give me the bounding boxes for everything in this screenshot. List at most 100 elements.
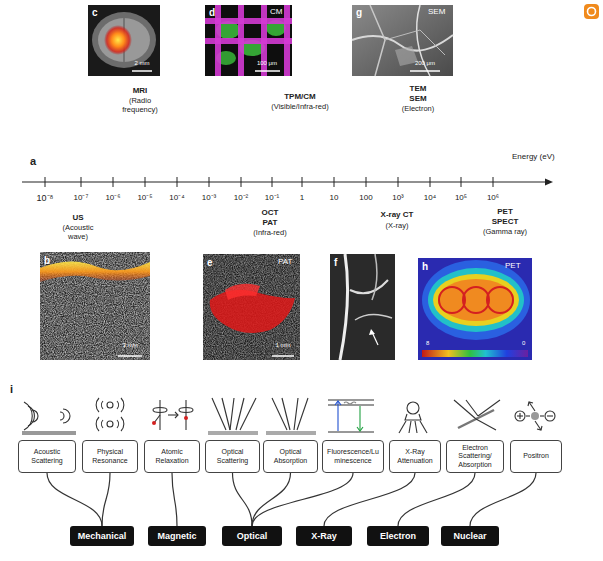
acoustic-icon xyxy=(22,402,76,435)
figure-label: 100 μm xyxy=(249,60,285,67)
optical-absorption-icon xyxy=(266,398,316,435)
figure-label: (Electron) xyxy=(388,105,448,114)
category-box: Mechanical xyxy=(70,526,134,546)
connector-curve xyxy=(252,473,353,526)
photoacoustic-image xyxy=(203,254,300,360)
xray-ct-image xyxy=(340,254,348,360)
positron-icon xyxy=(535,421,541,430)
figure-label: (Acoustic wave) xyxy=(56,224,100,241)
acoustic-icon xyxy=(24,402,32,430)
energy-axis xyxy=(430,177,431,187)
xray-ct-image xyxy=(355,314,392,320)
relaxation-icon xyxy=(175,412,178,418)
box-text: Acoustic Scattering xyxy=(22,448,72,464)
fluorescence-icon xyxy=(335,401,341,405)
figure-label: 1 xyxy=(287,193,317,202)
optical-absorption-icon xyxy=(294,398,298,430)
optical-absorption-icon xyxy=(272,398,287,430)
confocal-image xyxy=(205,38,292,44)
figure-label: (Radio frequency) xyxy=(117,97,163,114)
resonance-icon xyxy=(107,421,113,427)
category-box: Nuclear xyxy=(441,526,499,546)
xray-source-icon xyxy=(399,402,427,433)
figure-label: OCT xyxy=(250,208,290,217)
figure-label: 0 xyxy=(522,340,525,347)
figure-label: c xyxy=(92,7,98,19)
positron-icon xyxy=(537,426,542,430)
mri-image xyxy=(88,5,160,76)
confocal-image xyxy=(255,70,280,72)
xray-source-icon xyxy=(420,421,427,433)
positron-icon xyxy=(528,402,533,406)
mri-image xyxy=(92,12,156,68)
xray-source-icon xyxy=(415,421,417,433)
logo-icon xyxy=(584,4,599,19)
positron-icon xyxy=(545,411,555,421)
electron-icon xyxy=(454,400,500,430)
sem-image xyxy=(395,46,418,66)
figure-label: 3 mm xyxy=(115,342,145,349)
resonance-icon xyxy=(101,401,103,409)
figure-label: MRI xyxy=(110,86,170,95)
box-text: Fluorescence/Luminescence xyxy=(326,448,380,464)
figure-label: i xyxy=(10,383,13,396)
figure-label: 10³ xyxy=(383,193,413,202)
figure-label: 10⁶ xyxy=(478,193,508,202)
connector-curve xyxy=(47,473,102,526)
photoacoustic-image xyxy=(203,254,300,360)
figure-label: PET xyxy=(505,261,521,270)
mechanism-box: Atomic Relaxation xyxy=(144,440,200,473)
box-text: Mechanical xyxy=(78,531,127,541)
fluorescence-icon xyxy=(359,406,360,430)
energy-axis xyxy=(45,177,493,187)
fluorescence-icon xyxy=(344,402,356,404)
pet-image xyxy=(463,287,489,313)
box-text: Electron xyxy=(380,531,416,541)
confocal-image xyxy=(205,5,292,76)
figure-label: 10⁵ xyxy=(446,193,476,202)
sem-image xyxy=(352,5,453,76)
sem-image xyxy=(410,70,440,72)
acoustic-icon xyxy=(32,410,38,422)
figure-label: 10⁻⁵ xyxy=(130,193,160,202)
energy-axis xyxy=(45,177,46,187)
figure-label: Energy (eV) xyxy=(512,152,555,161)
figure-label: 10⁻⁷ xyxy=(66,193,96,202)
ultrasound-image xyxy=(40,252,150,360)
fluorescence-icon xyxy=(357,427,363,431)
figure-label: US xyxy=(58,213,98,222)
optical-scattering-icon xyxy=(208,431,258,435)
box-text: X-Ray Attenuation xyxy=(393,448,437,464)
electron-icon xyxy=(478,400,500,416)
energy-axis xyxy=(145,177,146,187)
sem-image xyxy=(385,30,445,55)
electron-icon xyxy=(476,419,496,430)
pet-image xyxy=(422,260,530,340)
mechanism-box: Optical Absorption xyxy=(263,440,318,473)
mechanism-box: Positron xyxy=(510,440,562,473)
mechanism-box: Acoustic Scattering xyxy=(18,440,76,473)
energy-axis xyxy=(241,177,242,187)
acoustic-icon xyxy=(22,431,76,435)
box-text: Positron xyxy=(523,452,549,460)
confocal-image xyxy=(205,5,292,76)
figure-label: d xyxy=(209,7,215,19)
pet-image xyxy=(422,350,528,357)
figure-label: TEM xyxy=(398,84,438,93)
optical-absorption-icon xyxy=(297,398,308,430)
relaxation-icon xyxy=(168,414,178,415)
mechanism-box: Optical Scattering xyxy=(205,440,260,473)
mri-image xyxy=(88,5,160,76)
energy-axis xyxy=(334,177,335,187)
energy-axis xyxy=(81,177,82,187)
energy-axis xyxy=(22,177,553,187)
positron-icon xyxy=(526,415,530,416)
connector-curve xyxy=(102,473,110,526)
sem-image xyxy=(352,5,453,76)
optical-absorption-icon xyxy=(266,431,316,435)
pet-image xyxy=(418,258,532,360)
box-text: Optical Absorption xyxy=(267,448,314,464)
mri-image xyxy=(132,70,152,72)
